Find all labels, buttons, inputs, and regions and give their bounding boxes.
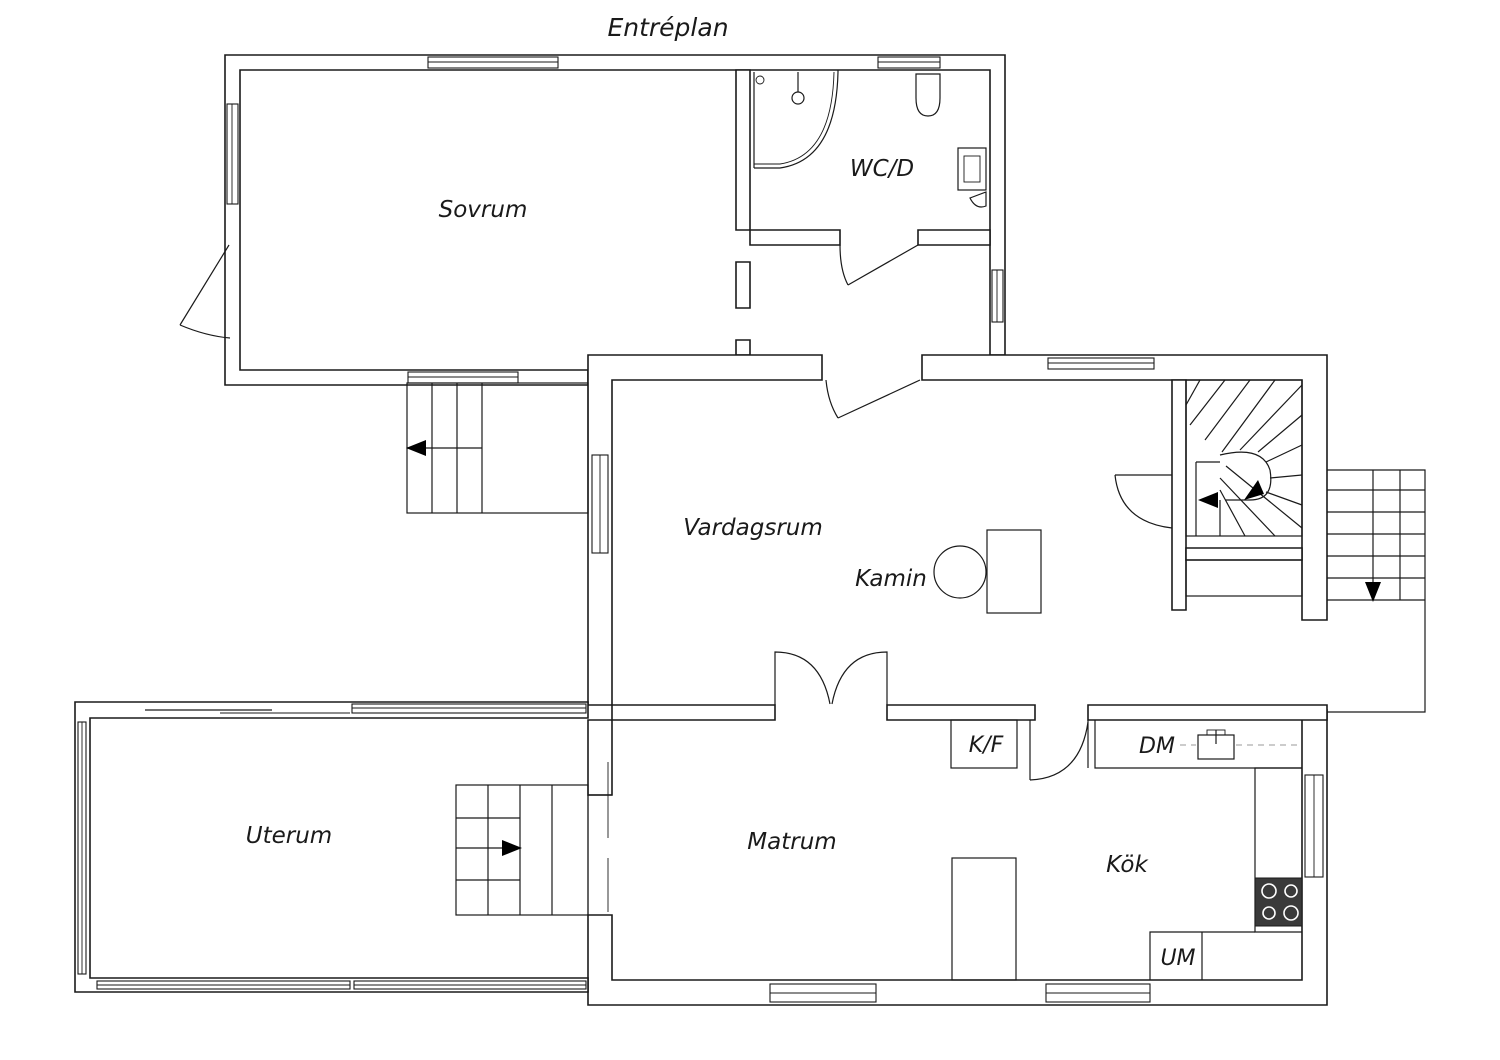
- stairs-bedroom: [406, 382, 589, 514]
- stairs-exterior-right: [1327, 469, 1426, 713]
- label-kf: K/F: [969, 733, 1004, 758]
- stair-arrow-icon: [1198, 492, 1218, 508]
- windows: [226, 56, 1324, 1003]
- shower-drain-icon: [791, 91, 805, 105]
- label-kamin: Kamin: [855, 566, 927, 592]
- room-label-kok: Kök: [1106, 852, 1149, 878]
- stair-arrow-icon: [1365, 582, 1381, 602]
- fireplace-icon: [933, 545, 987, 599]
- fireplace: [933, 529, 1042, 614]
- wc-sink-icon: [957, 147, 987, 191]
- room-label-sovrum: Sovrum: [439, 197, 528, 223]
- kitchen-fixtures: [950, 719, 1303, 980]
- stairs-sunroom: [455, 784, 589, 916]
- toilet-icon: [915, 73, 941, 117]
- room-label-wc: WC/D: [850, 156, 914, 182]
- dining-table: [951, 857, 1017, 981]
- stair-arrow-icon: [502, 840, 522, 856]
- sunroom-window-top: [351, 703, 587, 714]
- room-label-uterum: Uterum: [246, 823, 332, 849]
- label-um: UM: [1160, 946, 1195, 971]
- doors: [179, 244, 1173, 915]
- stairs-interior: [1185, 379, 1303, 537]
- plan-title: Entréplan: [607, 13, 728, 42]
- room-label-matrum: Matrum: [747, 829, 836, 855]
- bathroom-fixtures: [753, 70, 987, 208]
- main-house-walls: [587, 354, 1328, 1006]
- label-dm: DM: [1139, 734, 1175, 759]
- stair-arrow-icon: [1244, 480, 1264, 500]
- fridge-freezer: [950, 719, 1018, 769]
- room-label-vardagsrum: Vardagsrum: [683, 515, 823, 541]
- room-labels: Sovrum WC/D Vardagsrum Kamin Uterum Matr…: [246, 156, 1196, 971]
- stair-storage: [1185, 559, 1303, 597]
- bedroom-wing-walls: [224, 54, 1006, 386]
- sunroom-walls: [74, 701, 589, 993]
- stair-arrow-icon: [406, 440, 426, 456]
